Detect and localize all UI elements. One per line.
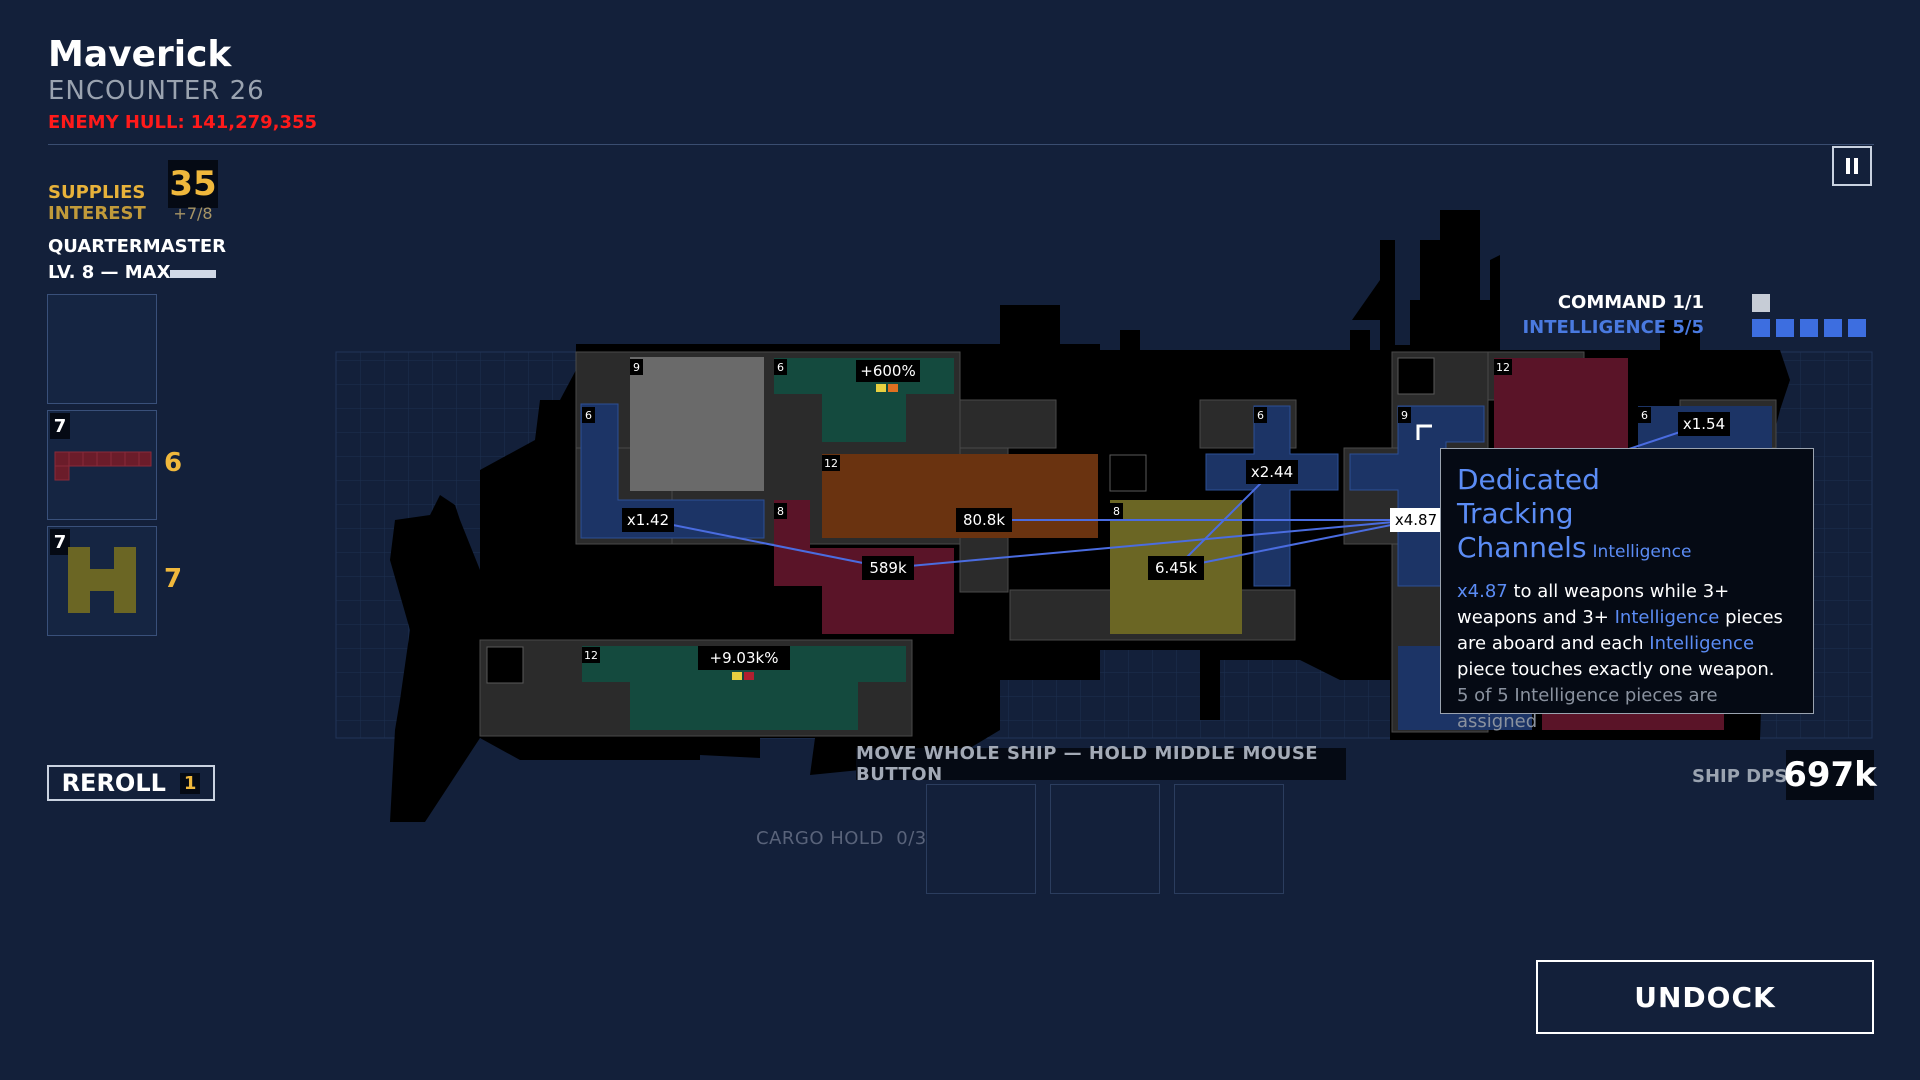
level-badge: 6: [585, 409, 592, 422]
level-badge: 6: [1257, 409, 1264, 422]
intelligence-pip: [1824, 319, 1842, 337]
quartermaster-level: LV. 8 — MAX: [48, 262, 171, 283]
quartermaster-label: QUARTERMASTER: [48, 236, 227, 257]
cargo-slot[interactable]: [1050, 784, 1160, 894]
intelligence-count: 5/5: [1672, 317, 1704, 338]
selection-cursor: [1416, 424, 1434, 442]
ship-dps-value: 697k: [1783, 750, 1877, 800]
supplies-value: 35: [168, 160, 218, 208]
enemy-hull: ENEMY HULL:141,279,355: [48, 112, 317, 133]
level-badge: 12: [1496, 361, 1510, 374]
module-red-right[interactable]: [1494, 358, 1628, 448]
red-bar-piece-icon: [54, 451, 152, 481]
slot-cost: 7: [50, 529, 70, 555]
move-ship-hint: MOVE WHOLE SHIP — HOLD MIDDLE MOUSE BUTT…: [856, 743, 1346, 785]
level-badge: 6: [1641, 409, 1648, 422]
command-label: COMMAND: [1557, 292, 1667, 313]
module-gray[interactable]: [630, 357, 764, 491]
supplies-label: SUPPLIES: [48, 182, 146, 203]
ship-hull-tower: [1040, 305, 1370, 350]
level-badge: 12: [824, 457, 838, 470]
shop-slot-red-bar[interactable]: 7: [47, 410, 157, 520]
value-label: x1.42: [627, 511, 669, 529]
ship-dps-label: SHIP DPS: [1692, 766, 1788, 787]
level-badge: 8: [777, 505, 784, 518]
hull-ports: [486, 357, 1435, 684]
cargo-hold-label: CARGO HOLD 0/3: [756, 828, 927, 849]
value-label: 80.8k: [963, 511, 1005, 529]
quartermaster-progress-bar: [170, 270, 216, 278]
tooltip-title: Dedicated: [1457, 463, 1600, 496]
intelligence-pip: [1800, 319, 1818, 337]
tooltip-description: x4.87 to all weapons while 3+ weapons an…: [1457, 581, 1783, 680]
shop-slot-empty[interactable]: [47, 294, 157, 404]
level-badge: 12: [584, 649, 598, 662]
shop-slot-h-piece[interactable]: 7: [47, 526, 157, 636]
enemy-hull-value: 141,279,355: [190, 112, 318, 133]
cargo-slot[interactable]: [926, 784, 1036, 894]
tooltip-status: 5 of 5 Intelligence pieces are assigned: [1457, 685, 1718, 732]
slot-cost: 7: [50, 413, 70, 439]
intelligence-pip: [1752, 319, 1770, 337]
synergy-links: [647, 423, 1705, 569]
intelligence-pip: [1776, 319, 1794, 337]
value-label: x1.54: [1683, 415, 1725, 433]
cargo-label: CARGO HOLD: [756, 828, 884, 849]
interest-value: +7/8: [173, 204, 213, 223]
command-synergy: COMMAND 1/1: [1558, 292, 1704, 313]
module-blue-left[interactable]: [580, 403, 765, 539]
module-level-badges: 9 6 6 12 8 8 6 9 12 6 12: [582, 359, 1651, 663]
undock-button[interactable]: UNDOCK: [1536, 960, 1874, 1034]
tooltip-title-line2: Tracking Channels: [1457, 497, 1587, 564]
level-badge: 9: [1401, 409, 1408, 422]
undock-label: UNDOCK: [1634, 980, 1776, 1014]
interest-label: INTEREST: [48, 203, 146, 224]
value-label: x4.87: [1395, 511, 1437, 529]
command-pip: [1752, 294, 1770, 312]
ship-hull-top: [1352, 210, 1500, 350]
module-value-labels: +600% x1.42 80.8k 589k x2.44 6.45k x4.87…: [622, 360, 1730, 680]
command-count: 1/1: [1672, 292, 1704, 313]
cargo-slot[interactable]: [1174, 784, 1284, 894]
pause-icon: [1844, 158, 1860, 174]
ship-name: Maverick: [48, 34, 232, 75]
h-piece-icon: [68, 547, 136, 613]
cargo-count: 0/3: [896, 828, 927, 849]
value-label: +600%: [860, 362, 915, 380]
reroll-button[interactable]: REROLL 1: [47, 765, 215, 801]
enemy-hull-label: ENEMY HULL:: [48, 112, 185, 133]
slot-price: 7: [164, 564, 183, 594]
encounter-label: ENCOUNTER 26: [48, 76, 265, 106]
value-label: 589k: [869, 559, 907, 577]
value-label: +9.03k%: [710, 649, 779, 667]
level-badge: 6: [777, 361, 784, 374]
level-badge: 9: [633, 361, 640, 374]
intelligence-label: INTELLIGENCE: [1522, 317, 1667, 338]
level-badge: 8: [1113, 505, 1120, 518]
reroll-label: REROLL: [61, 769, 166, 797]
value-label: x2.44: [1251, 463, 1293, 481]
intelligence-synergy: INTELLIGENCE 5/5: [1522, 317, 1704, 338]
pause-button[interactable]: [1832, 146, 1872, 186]
slot-price: 6: [164, 448, 183, 478]
intelligence-pip: [1848, 319, 1866, 337]
value-label: 6.45k: [1155, 559, 1197, 577]
tooltip-tag: Intelligence: [1592, 542, 1692, 562]
module-green-bottom[interactable]: [582, 646, 906, 730]
header-divider: [48, 144, 1874, 145]
reroll-cost: 1: [179, 772, 201, 794]
